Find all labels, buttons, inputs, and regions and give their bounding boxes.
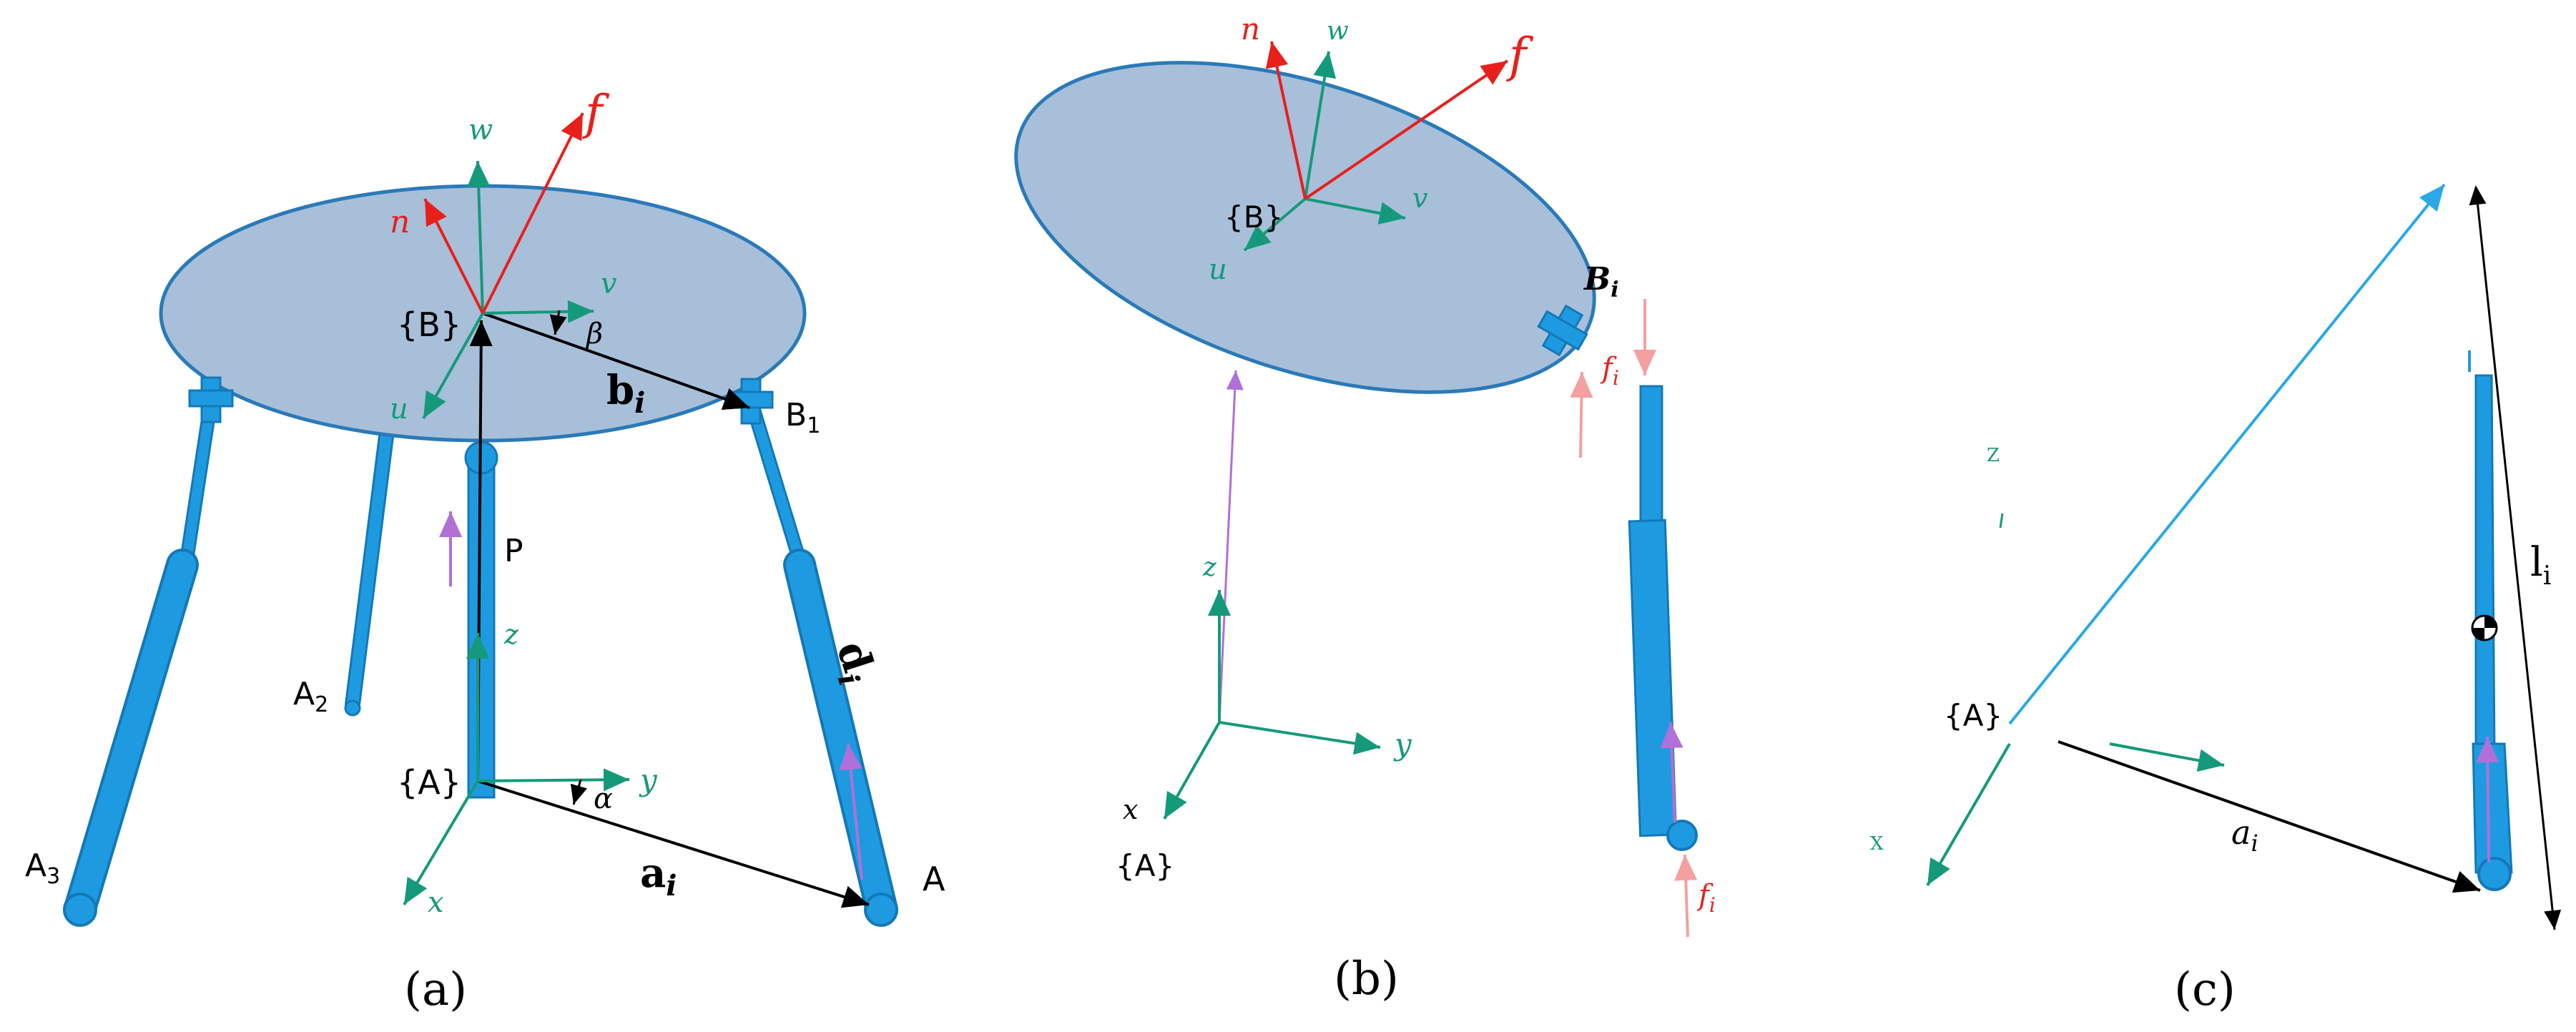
force-f-b	[1304, 59, 1509, 200]
vector-p-b	[1218, 370, 1244, 723]
label-f-a: f	[581, 85, 610, 140]
label-n-b: n	[1241, 11, 1260, 46]
label-a-i-a: ai	[640, 850, 677, 903]
label-frame-b-a: {B}	[397, 305, 461, 344]
axis-x-b	[1163, 722, 1221, 820]
label-a-i-c: ai	[2231, 813, 2258, 857]
label-bi-b: Bi	[1583, 261, 1619, 303]
label-v-a: v	[601, 267, 617, 300]
label-b1: B1	[785, 397, 820, 438]
joint-bi-icon	[1537, 304, 1588, 357]
vector-a-i	[477, 780, 870, 908]
axis-x-c	[1926, 742, 2011, 887]
label-x-c: X	[1870, 833, 1884, 855]
axis-v-a	[482, 300, 594, 323]
label-z-c: Z	[1987, 445, 2000, 466]
label-z-b: z	[1202, 553, 1217, 582]
caption-c: (c)	[2174, 963, 2236, 1016]
panel-b: n w f {B} v u Bi fi z y x {A} fi (b)	[1014, 11, 1716, 1006]
leg-a3	[63, 393, 218, 927]
axis-u-b	[1243, 197, 1307, 252]
vector-b-i	[482, 312, 750, 411]
label-frame-b-b: {B}	[1224, 200, 1283, 235]
axis-u-a	[422, 313, 484, 419]
label-y-b: y	[1393, 727, 1412, 762]
force-n-b	[1265, 41, 1307, 200]
label-frame-a-a: {A}	[397, 763, 461, 802]
label-y-a: y	[639, 762, 658, 797]
label-u-a: u	[390, 393, 408, 426]
axis-z-c	[1999, 513, 2004, 529]
label-p: P	[504, 533, 523, 569]
beta-marker	[549, 310, 567, 335]
label-f-b: f	[1505, 28, 1534, 83]
direction-arrow-c	[2109, 742, 2225, 772]
panel-a: w f n v β {B} u bi B1 P z di A2 {A} y α …	[25, 85, 945, 1016]
length-li-arrow	[2469, 185, 2562, 930]
label-a-a: A	[923, 860, 945, 898]
label-w-b: w	[1327, 16, 1349, 46]
leg-a1	[744, 393, 898, 927]
axis-x-a	[403, 780, 479, 906]
force-f-a	[481, 112, 584, 314]
label-frame-a-c: {A}	[1944, 698, 2002, 733]
label-z-a: z	[503, 619, 519, 650]
label-a2: A2	[293, 676, 328, 717]
label-n-a: n	[390, 204, 410, 240]
label-fi-top: fi	[1600, 352, 1619, 390]
label-x-a: x	[428, 886, 444, 919]
label-w-a: w	[468, 114, 493, 147]
moving-platform-b	[1014, 61, 1596, 394]
caption-b: (b)	[1334, 953, 1399, 1006]
force-fi-bottom	[1674, 854, 1698, 938]
label-u-b: u	[1209, 253, 1227, 286]
label-li: li	[2530, 539, 2551, 591]
leg-c	[2468, 350, 2513, 891]
leg-a2	[344, 428, 394, 717]
central-rod-p	[464, 441, 498, 799]
vector-line-c	[2008, 183, 2446, 725]
force-n-a	[423, 198, 484, 314]
label-v-b: v	[1412, 182, 1428, 214]
label-b-i: bi	[606, 367, 645, 420]
axis-w-b	[1304, 51, 1337, 200]
force-fi-side	[1570, 371, 1593, 458]
label-alpha-a: α	[594, 782, 613, 815]
joint-b3-icon	[188, 376, 234, 423]
alpha-marker	[570, 779, 587, 805]
caption-a: (a)	[404, 963, 467, 1016]
label-beta-a: β	[585, 318, 603, 350]
axis-w-a	[467, 160, 491, 314]
label-x-b: x	[1123, 794, 1138, 825]
label-a3: A3	[25, 847, 60, 889]
panel-c: Z li {A} X ai (c)	[1870, 183, 2562, 1016]
label-fi-bottom: fi	[1696, 879, 1716, 917]
leg-b	[1628, 385, 1698, 851]
axis-y-a	[477, 768, 630, 792]
axis-y-b	[1219, 721, 1381, 755]
center-of-mass-icon	[2471, 614, 2498, 642]
axis-v-b	[1304, 197, 1406, 225]
vector-a-i-c	[2058, 740, 2481, 893]
label-frame-a-b: {A}	[1116, 848, 1174, 883]
